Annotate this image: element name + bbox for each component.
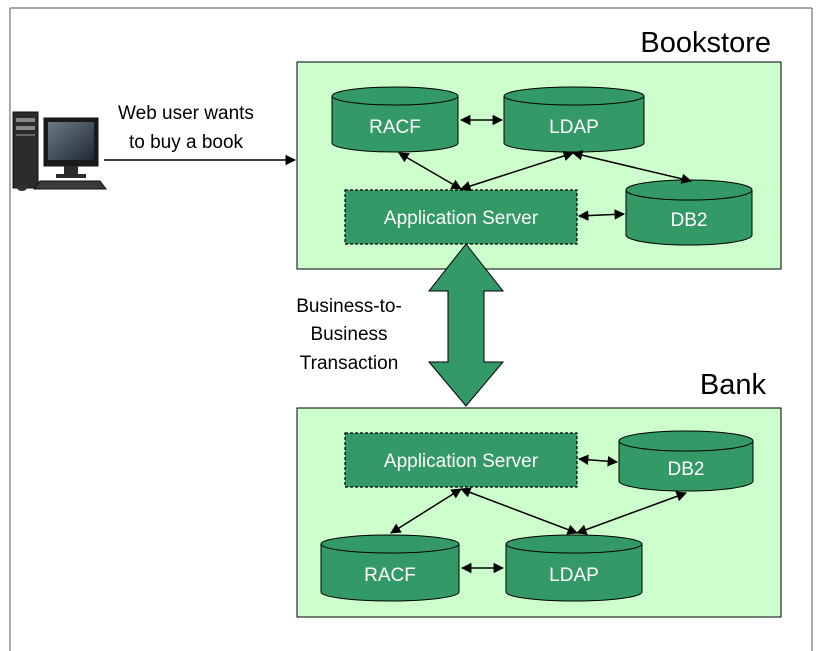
- bookstore-racf-label: RACF: [369, 117, 421, 138]
- bank-db2-database: DB2: [618, 430, 754, 492]
- bank-appserver-ldap-arrow: [460, 487, 578, 535]
- bank-racf-database: RACF: [320, 534, 460, 602]
- bookstore-title: Bookstore: [640, 27, 771, 59]
- bookstore-racf-database: RACF: [331, 86, 459, 153]
- bookstore-appserver-db2-arrow: [577, 209, 626, 221]
- bank-app-server-label: Application Server: [384, 451, 539, 472]
- bookstore-ldap-database: LDAP: [503, 86, 645, 153]
- bank-application-server: Application Server: [344, 432, 578, 488]
- bookstore-ldap-db2-arrow: [571, 150, 693, 184]
- bookstore-db2-database: DB2: [625, 179, 753, 246]
- bank-appserver-racf-arrow: [390, 488, 462, 534]
- bank-ldap-label: LDAP: [549, 565, 599, 586]
- bank-racf-label: RACF: [364, 565, 416, 586]
- b2b-label-line2: Business: [310, 324, 387, 345]
- b2b-label-line3: Transaction: [300, 353, 399, 374]
- bank-db2-ldap-arrow: [576, 491, 687, 535]
- bookstore-application-server: Application Server: [344, 189, 578, 245]
- bookstore-db2-label: DB2: [671, 210, 708, 231]
- bank-title: Bank: [700, 369, 767, 401]
- bookstore-app-server-label: Application Server: [384, 208, 539, 229]
- b2b-double-arrow: [427, 243, 505, 407]
- b2b-label-line1: Business-to-: [296, 296, 402, 317]
- desktop-computer-icon: [12, 111, 107, 191]
- bookstore-racf-appserver-arrow: [398, 152, 462, 190]
- bookstore-ldap-label: LDAP: [549, 117, 599, 138]
- bank-ldap-database: LDAP: [505, 534, 643, 602]
- bank-db2-label: DB2: [668, 459, 705, 480]
- web-user-label-line2: to buy a book: [129, 132, 244, 153]
- web-user-label-line1: Web user wants: [118, 103, 254, 124]
- bank-appserver-db2-arrow: [577, 454, 619, 467]
- bookstore-ldap-appserver-arrow: [460, 150, 574, 192]
